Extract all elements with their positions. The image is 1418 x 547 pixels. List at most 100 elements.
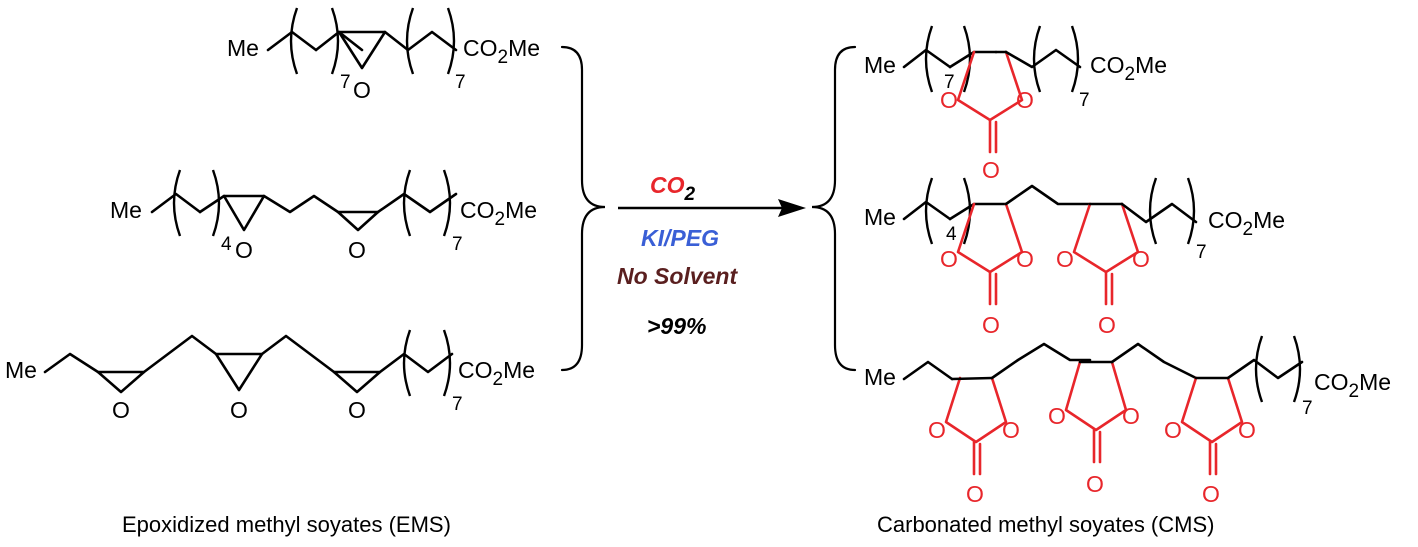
repeat-paren xyxy=(172,169,182,237)
ems-oleate: Me 7 O 7 CO2Me xyxy=(227,7,540,103)
carbonate-ring-oxygen: O xyxy=(940,246,958,272)
carbonate-ring xyxy=(1180,376,1244,444)
epoxide-ring xyxy=(222,194,266,232)
repeat-count: 7 xyxy=(1196,242,1207,263)
methyl-terminus: Me xyxy=(110,197,142,223)
chain-bond xyxy=(990,342,1092,380)
epoxide-oxygen: O xyxy=(348,237,366,263)
chain-bond xyxy=(1004,48,1082,69)
chain-bond xyxy=(902,360,954,381)
repeat-paren xyxy=(1186,177,1196,245)
ester-group: CO2Me xyxy=(1208,207,1285,240)
ester-group: CO2Me xyxy=(1314,369,1391,402)
methyl-terminus: Me xyxy=(864,204,896,230)
chain-bond xyxy=(383,30,458,52)
reaction-conditions: CO2 KI/PEG No Solvent >99% xyxy=(617,172,806,339)
ems-caption: Epoxidized methyl soyates (EMS) xyxy=(122,512,451,537)
cms-brace xyxy=(811,45,857,372)
epoxide-oxygen: O xyxy=(230,397,248,423)
carbonate-ring xyxy=(1072,202,1140,274)
epoxide-oxygen: O xyxy=(353,77,371,103)
repeat-paren xyxy=(289,7,299,75)
repeat-paren xyxy=(330,7,340,75)
carbonyl-oxygen: O xyxy=(1202,481,1220,507)
carbonate-ring-oxygen: O xyxy=(1016,246,1034,272)
repeat-paren xyxy=(962,25,972,93)
chain-bond xyxy=(1004,184,1092,206)
methyl-terminus: Me xyxy=(864,52,896,78)
carbonate-ring-oxygen: O xyxy=(1002,417,1020,443)
co2-reagent: CO2 xyxy=(650,172,696,205)
repeat-count: 7 xyxy=(1079,90,1090,111)
repeat-count: 7 xyxy=(452,234,463,255)
chain-bond xyxy=(1226,358,1304,380)
repeat-paren xyxy=(1148,177,1158,245)
cms-caption: Carbonated methyl soyates (CMS) xyxy=(877,512,1214,537)
methyl-terminus: Me xyxy=(227,35,259,61)
yield-label: >99% xyxy=(647,313,706,339)
repeat-count: 7 xyxy=(455,72,466,93)
repeat-count: 7 xyxy=(452,394,463,415)
repeat-paren xyxy=(962,177,972,245)
chain-bond xyxy=(142,334,218,374)
solvent-label: No Solvent xyxy=(617,263,738,289)
carbonyl-oxygen: O xyxy=(982,312,1000,338)
repeat-paren xyxy=(402,169,412,237)
repeat-count: 4 xyxy=(946,224,957,245)
epoxide-ring xyxy=(336,210,380,232)
ester-group: CO2Me xyxy=(1090,52,1167,85)
repeat-paren xyxy=(1070,25,1080,93)
carbonate-ring xyxy=(1064,360,1128,432)
epoxide-oxygen: O xyxy=(348,397,366,423)
repeat-paren xyxy=(211,169,221,237)
carbonate-ring-oxygen: O xyxy=(1016,87,1034,113)
chain-bond xyxy=(378,352,454,374)
repeat-paren xyxy=(442,329,452,397)
carbonyl-oxygen: O xyxy=(1086,471,1104,497)
ring-bond xyxy=(950,376,994,381)
epoxide-oxygen: O xyxy=(235,237,253,263)
repeat-paren xyxy=(442,169,452,237)
carbonate-ring-oxygen: O xyxy=(928,417,946,443)
ems-linolenate: Me O O O 7 CO2Me xyxy=(5,329,535,423)
carbonate-ring xyxy=(956,50,1024,122)
ester-group: CO2Me xyxy=(458,357,535,390)
carbonate-ring-oxygen: O xyxy=(1164,417,1182,443)
repeat-count: 7 xyxy=(1302,398,1313,419)
repeat-paren xyxy=(1254,335,1264,403)
chain-bond xyxy=(948,202,1008,221)
carbonyl-oxygen: O xyxy=(966,481,984,507)
chain-bond xyxy=(376,192,458,214)
cms-linolenate: Me O O O O O O O O O xyxy=(864,335,1391,507)
reaction-arrowhead xyxy=(778,199,806,217)
ester-group: CO2Me xyxy=(460,197,537,230)
repeat-paren xyxy=(446,7,456,75)
epoxide-ring xyxy=(96,370,146,394)
chain-bond xyxy=(1120,202,1198,224)
epoxide-ring xyxy=(332,370,382,394)
epoxide-ring xyxy=(214,352,264,392)
chain-bond xyxy=(198,194,226,214)
cms-structures: Me 7 O O O 7 CO2Me Me 4 xyxy=(811,25,1391,537)
carbonate-ring-oxygen: O xyxy=(1048,403,1066,429)
chain-bond xyxy=(150,192,202,214)
repeat-paren xyxy=(402,329,412,397)
epoxide-ring xyxy=(337,30,387,70)
repeat-paren xyxy=(924,25,934,93)
carbonyl-oxygen: O xyxy=(982,157,1000,183)
carbonate-ring xyxy=(956,202,1024,274)
repeat-count: 7 xyxy=(340,72,351,93)
ems-linoleate: Me 4 O O 7 CO2Me xyxy=(110,169,537,263)
chain-bond xyxy=(262,194,340,214)
ems-structures: Me 7 O 7 CO2Me Me 4 O O xyxy=(5,7,606,537)
cms-oleate: Me 7 O O O 7 CO2Me xyxy=(864,25,1167,183)
repeat-paren xyxy=(1292,335,1302,403)
carbonate-ring-oxygen: O xyxy=(1122,403,1140,429)
cms-linoleate: Me 4 O O O O O O 7 CO2Me xyxy=(864,177,1285,338)
carbonate-ring-oxygen: O xyxy=(1132,246,1150,272)
carbonate-ring xyxy=(944,376,1008,444)
ester-group: CO2Me xyxy=(463,35,540,68)
chain-bond xyxy=(1110,342,1198,380)
carbonate-ring-oxygen: O xyxy=(1056,246,1074,272)
